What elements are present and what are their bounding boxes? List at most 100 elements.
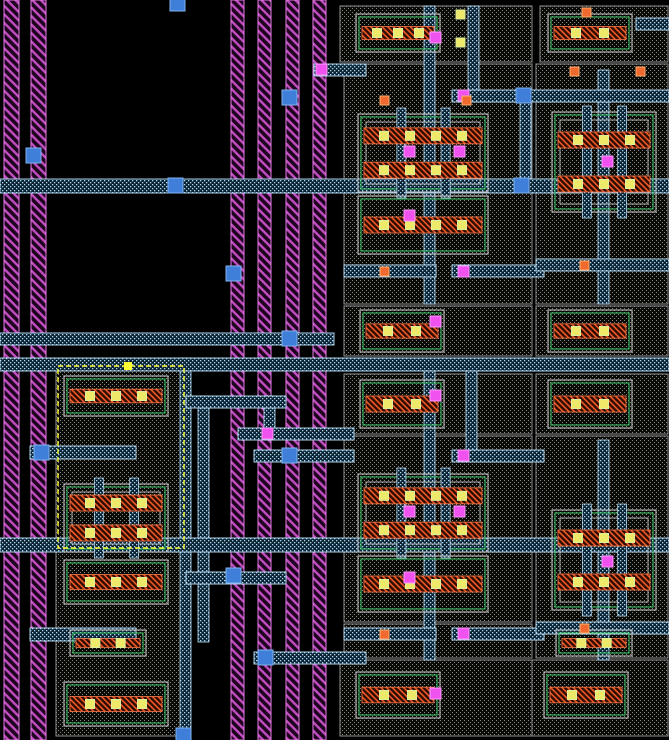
contact bbox=[573, 135, 583, 145]
metal2-vwire[interactable] bbox=[519, 89, 532, 191]
device-outline bbox=[69, 629, 147, 657]
transistor-single[interactable] bbox=[359, 309, 445, 353]
transistor-double[interactable] bbox=[357, 107, 489, 199]
metal2-hwire[interactable] bbox=[0, 357, 669, 372]
via-m2m3[interactable] bbox=[261, 427, 274, 440]
diffusion-outline bbox=[362, 312, 442, 350]
metal2-hwire[interactable] bbox=[635, 17, 669, 31]
transistor-double[interactable] bbox=[551, 105, 657, 219]
via-m2m3[interactable] bbox=[601, 155, 614, 168]
metal-pad[interactable] bbox=[169, 0, 186, 12]
contact bbox=[576, 638, 587, 648]
metal2-vwire[interactable] bbox=[423, 5, 436, 305]
transistor-single[interactable] bbox=[355, 671, 441, 719]
contact bbox=[405, 490, 415, 501]
transistor-single[interactable] bbox=[555, 629, 633, 657]
via-m2m3[interactable] bbox=[429, 31, 442, 44]
contact bbox=[379, 490, 389, 501]
metal2-hwire[interactable] bbox=[343, 627, 437, 641]
via-m1m2[interactable] bbox=[635, 66, 646, 77]
metal2-hwire[interactable] bbox=[343, 264, 437, 278]
transistor-single[interactable] bbox=[63, 375, 169, 417]
contact bbox=[599, 533, 609, 543]
metal2-hwire[interactable] bbox=[0, 178, 669, 194]
metal-pad[interactable] bbox=[281, 89, 298, 106]
metal-pad[interactable] bbox=[225, 567, 242, 584]
via-m1m2[interactable] bbox=[569, 66, 580, 77]
transistor-single[interactable] bbox=[63, 681, 169, 727]
metal2-hwire[interactable] bbox=[237, 427, 355, 441]
metal-pad[interactable] bbox=[25, 147, 42, 164]
transistor-single[interactable] bbox=[547, 379, 633, 429]
metal-pad[interactable] bbox=[281, 330, 298, 347]
metal2-hwire[interactable] bbox=[0, 332, 335, 346]
via-m2m3[interactable] bbox=[453, 145, 466, 158]
metal2-hwire[interactable] bbox=[535, 258, 669, 272]
via-m2m3[interactable] bbox=[601, 555, 614, 568]
diffusion-outline bbox=[546, 674, 626, 716]
via-m2m3[interactable] bbox=[457, 265, 470, 278]
via-m1m2[interactable] bbox=[579, 623, 590, 634]
metal2-vwire[interactable] bbox=[467, 5, 480, 103]
via-m1m2[interactable] bbox=[581, 7, 592, 18]
contact bbox=[599, 399, 609, 409]
via-m1m2[interactable] bbox=[379, 629, 390, 640]
via-m2m3[interactable] bbox=[403, 209, 416, 222]
metal-pad[interactable] bbox=[33, 444, 50, 461]
contact bbox=[599, 135, 609, 145]
contact bbox=[414, 28, 424, 38]
metal2-vwire[interactable] bbox=[197, 395, 210, 643]
metal-pad[interactable] bbox=[257, 649, 274, 666]
device-outline bbox=[359, 379, 445, 429]
metal-pad[interactable] bbox=[515, 87, 532, 104]
via-m1m2[interactable] bbox=[461, 95, 472, 106]
metal-pad[interactable] bbox=[513, 177, 530, 194]
via-m1m2[interactable] bbox=[379, 95, 390, 106]
metal-pad[interactable] bbox=[225, 265, 242, 282]
via-m2m3[interactable] bbox=[453, 505, 466, 518]
contact bbox=[379, 165, 389, 176]
metal2-strap bbox=[581, 105, 592, 219]
selection-handle[interactable] bbox=[124, 362, 132, 370]
transistor-single[interactable] bbox=[547, 13, 633, 53]
transistor-double[interactable] bbox=[357, 467, 489, 559]
via-m2m3[interactable] bbox=[315, 63, 328, 76]
metal2-vwire[interactable] bbox=[465, 359, 478, 461]
metal2-hwire[interactable] bbox=[29, 445, 137, 460]
transistor-double[interactable] bbox=[63, 477, 169, 559]
via-m2m3[interactable] bbox=[429, 389, 442, 402]
via-m2m3[interactable] bbox=[457, 449, 470, 462]
metal2-hwire[interactable] bbox=[253, 651, 367, 665]
metal2-hwire[interactable] bbox=[253, 449, 355, 463]
transistor-single[interactable] bbox=[69, 629, 147, 657]
device-outline bbox=[555, 629, 633, 657]
transistor-single[interactable] bbox=[547, 309, 633, 353]
transistor-single[interactable] bbox=[357, 555, 489, 613]
transistor-double[interactable] bbox=[551, 503, 657, 617]
metal-pad[interactable] bbox=[281, 447, 298, 464]
transistor-single[interactable] bbox=[357, 195, 489, 255]
metal-pad[interactable] bbox=[167, 177, 184, 194]
via-m2m3[interactable] bbox=[429, 687, 442, 700]
via-m2m3[interactable] bbox=[457, 627, 470, 640]
transistor-single[interactable] bbox=[543, 671, 629, 719]
via-m2m3[interactable] bbox=[403, 145, 416, 158]
metal2-hwire[interactable] bbox=[185, 395, 287, 409]
transistor-single[interactable] bbox=[359, 379, 445, 429]
device-outline bbox=[357, 555, 489, 613]
via-m2m3[interactable] bbox=[403, 571, 416, 584]
metal2-hwire[interactable] bbox=[451, 449, 545, 463]
contact bbox=[379, 220, 389, 230]
via-m1m2[interactable] bbox=[579, 260, 590, 271]
diffusion-outline bbox=[360, 116, 486, 190]
via-m1m2[interactable] bbox=[379, 266, 390, 277]
metal2-strap bbox=[440, 107, 451, 199]
metal-pad[interactable] bbox=[175, 727, 192, 740]
poly-gate bbox=[561, 638, 627, 648]
metal2-hwire[interactable] bbox=[535, 621, 669, 635]
via-m2m3[interactable] bbox=[403, 505, 416, 518]
transistor-single[interactable] bbox=[63, 559, 169, 605]
via-m2m3[interactable] bbox=[429, 315, 442, 328]
metal2-hwire[interactable] bbox=[451, 89, 669, 103]
